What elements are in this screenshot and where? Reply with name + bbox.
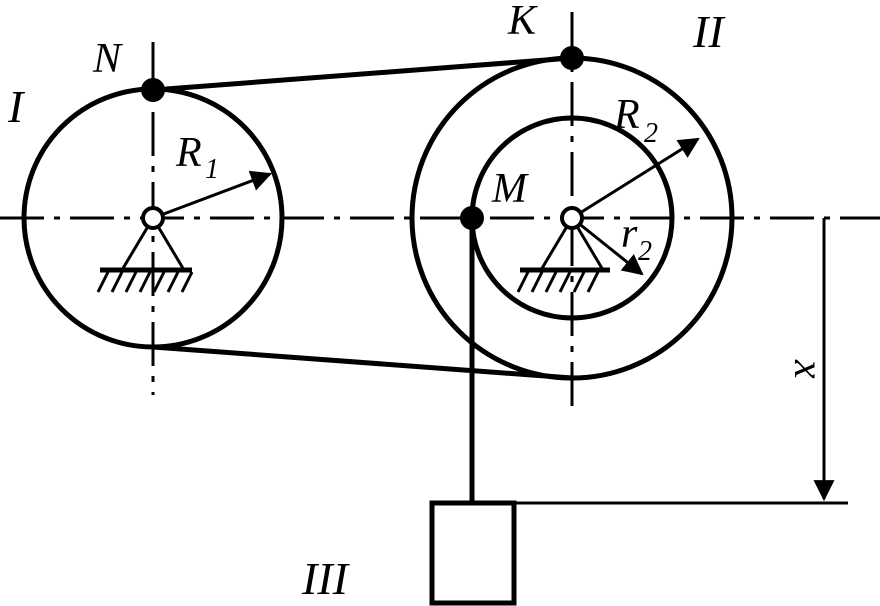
point-k	[560, 46, 584, 70]
radius-2-arrow	[571, 137, 700, 220]
load-block	[429, 500, 517, 606]
radius-2-inner-subscript: 2	[638, 236, 652, 267]
radius-1-label: R	[175, 130, 202, 176]
radius-1-arrow	[152, 170, 272, 220]
wheel-1-label: I	[7, 81, 26, 132]
radius-2-subscript: 2	[644, 118, 658, 149]
point-n	[141, 78, 165, 102]
wheel-2-label: II	[692, 6, 726, 57]
belt-upper	[152, 55, 573, 93]
point-m	[460, 206, 484, 230]
radius-2-inner-label: r	[621, 211, 638, 257]
point-m-label: M	[491, 166, 529, 212]
radius-1-subscript: 1	[205, 154, 219, 185]
support-wheel-1	[96, 215, 194, 293]
wheel-1-pivot	[141, 206, 165, 230]
belt-lower	[152, 344, 573, 381]
load-label: III	[301, 553, 351, 604]
radius-2-inner-arrow	[571, 216, 644, 276]
wheel-2-pivot	[560, 206, 584, 230]
point-k-label: K	[507, 0, 538, 44]
support-wheel-2	[516, 215, 610, 293]
displacement-label: x	[785, 359, 831, 379]
point-n-label: N	[92, 36, 123, 82]
radius-2-label: R	[613, 92, 640, 138]
